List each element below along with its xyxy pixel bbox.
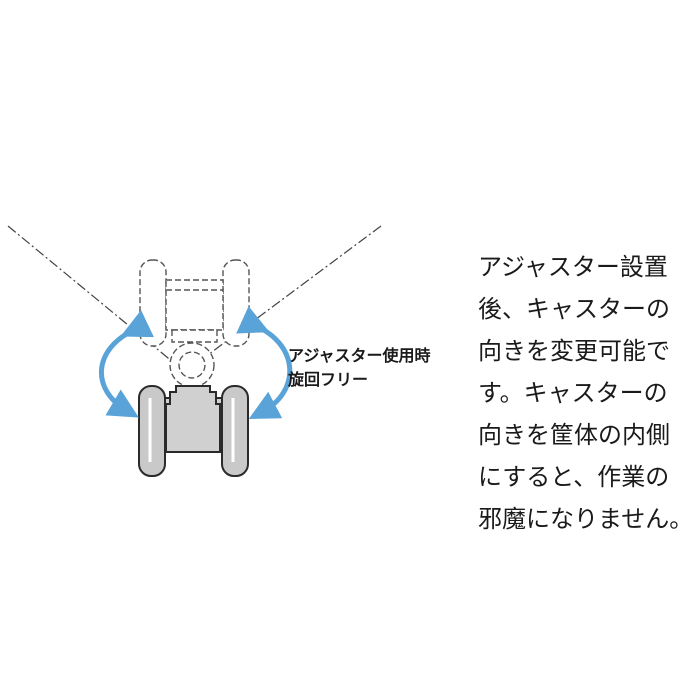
rotation-arrow-left bbox=[99, 310, 154, 418]
rotation-arrow-right bbox=[236, 306, 293, 419]
description-line: す。キャスターの bbox=[478, 379, 668, 407]
caster-body bbox=[165, 385, 221, 453]
caption-line-2: 旋回フリー bbox=[288, 370, 369, 389]
caster-solid bbox=[138, 385, 249, 477]
description-line: にすると、作業の bbox=[478, 463, 670, 491]
caption-line-1: アジャスター使用時 bbox=[288, 346, 431, 365]
rotation-range-line-left bbox=[7, 225, 186, 373]
description-line: 向きを筐体の内側 bbox=[478, 421, 670, 449]
description-line: 後、キャスターの bbox=[478, 295, 670, 323]
diagram-caption: アジャスター使用時 旋回フリー bbox=[288, 344, 431, 392]
rotation-range-line-right bbox=[184, 225, 382, 373]
ghost-swivel-inner bbox=[178, 351, 206, 379]
wheel-right bbox=[221, 385, 249, 477]
ghost-wheel-right bbox=[222, 259, 250, 347]
ghost-hub bbox=[171, 329, 218, 343]
caster-rotated-ghost bbox=[139, 259, 250, 388]
description-text: アジャスター設置 後、キャスターの 向きを変更可能で す。キャスターの 向きを筐… bbox=[478, 246, 693, 540]
wheel-left bbox=[138, 385, 166, 477]
ghost-frame bbox=[165, 279, 224, 331]
ghost-wheel-left bbox=[139, 259, 167, 347]
description-line: 向きを変更可能で bbox=[478, 337, 670, 365]
description-line: 邪魔になりません。 bbox=[478, 505, 694, 533]
description-line: アジャスター設置 bbox=[478, 253, 668, 281]
